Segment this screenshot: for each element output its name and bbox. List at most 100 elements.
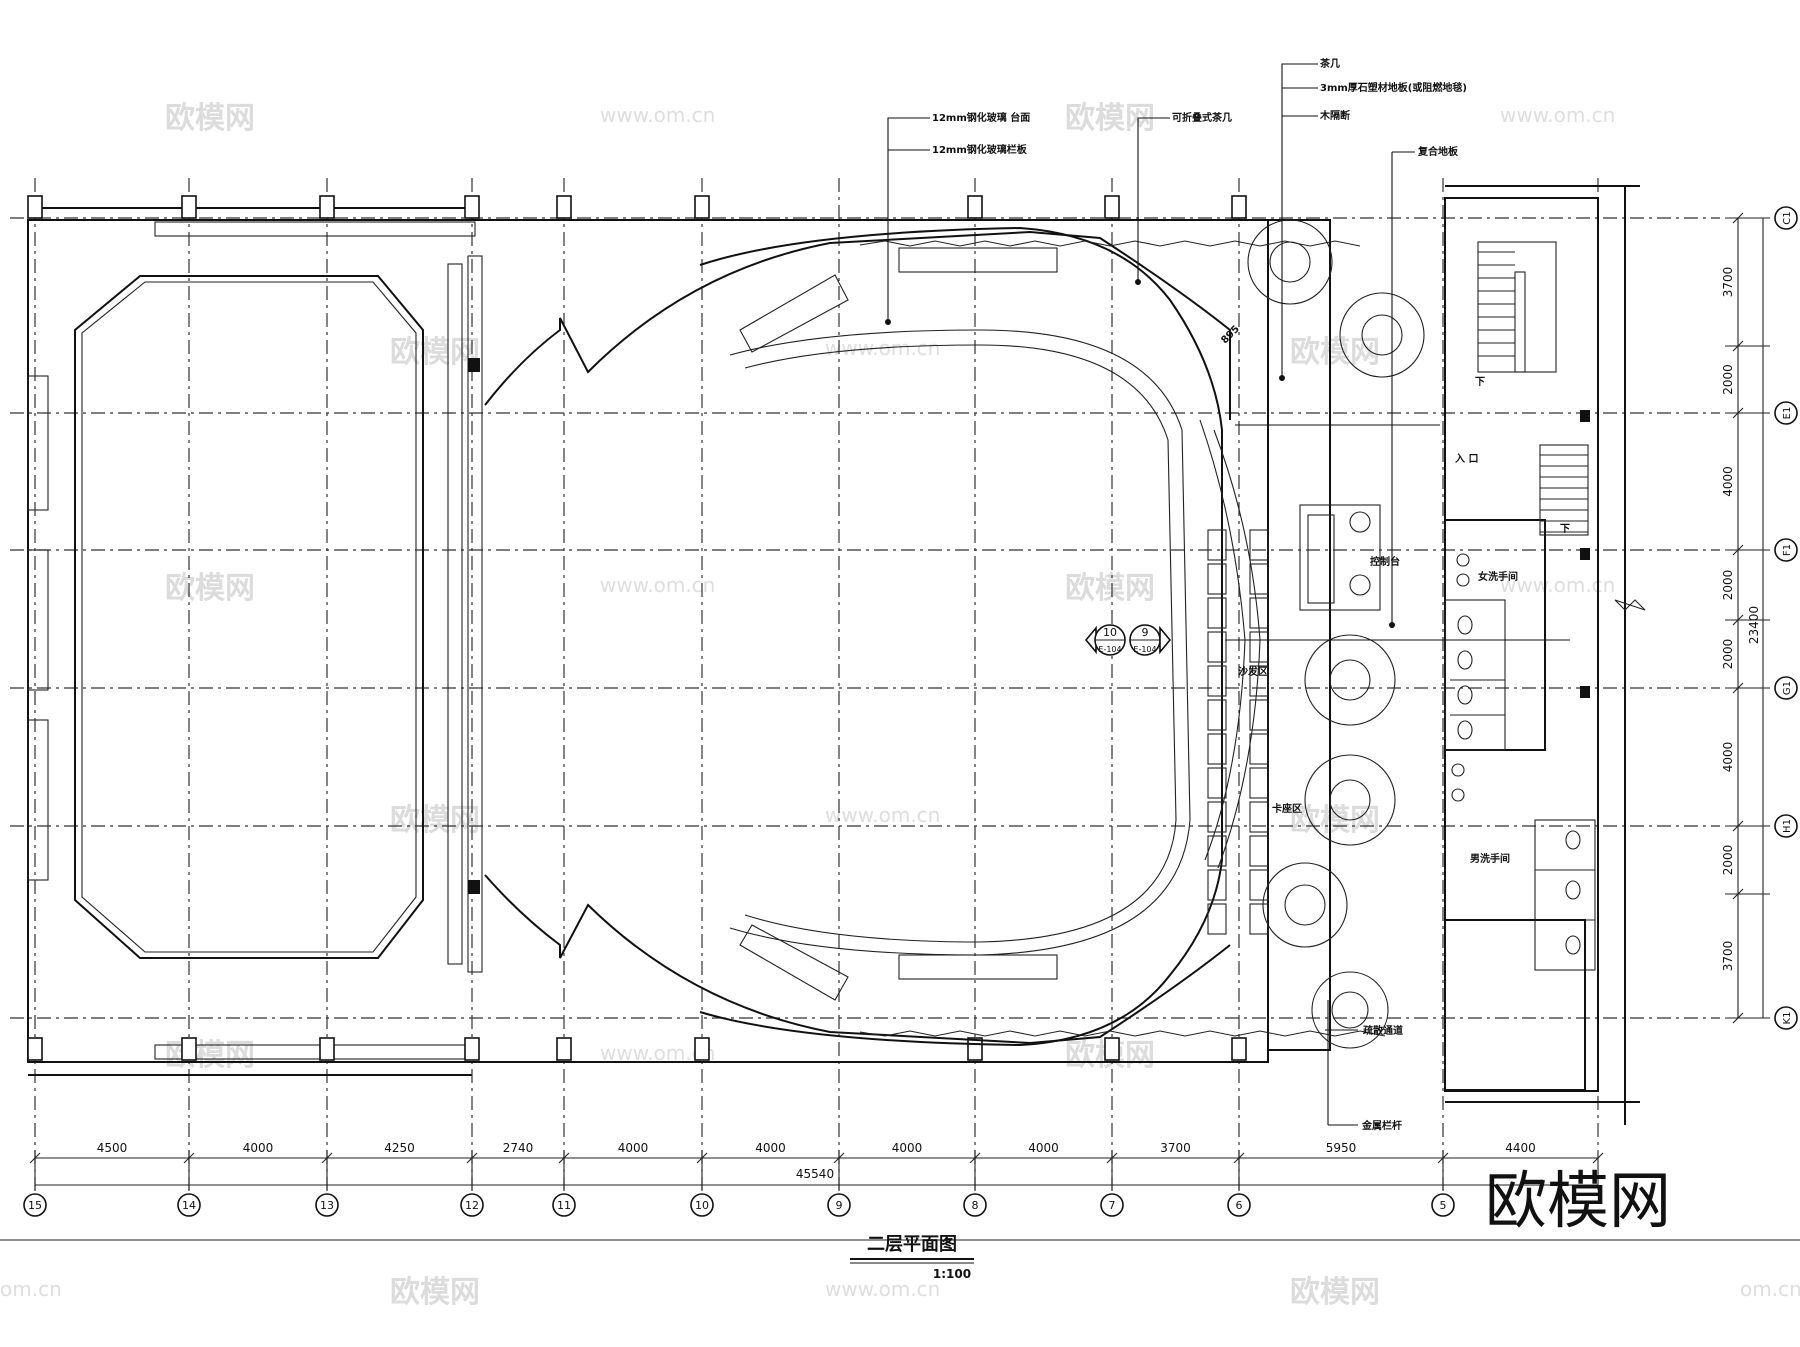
section-marker-num: 9 [1142,626,1149,639]
watermark-logo: 欧模网 [1290,335,1380,370]
dimension-span: 4400 [1505,1141,1536,1155]
label-control-desk: 控制台 [1370,555,1400,568]
label-booth-area: 卡座区 [1272,802,1302,815]
stairs [1477,241,1646,698]
watermark-url: www.om.cn [825,1277,940,1301]
axis-label: 13 [320,1199,334,1212]
label-entrance: 入 口 [1455,453,1478,465]
watermark-url: www.om.cn [600,103,715,127]
label-wood-partition: 木隔断 [1319,109,1350,122]
axis-label: K1 [1782,1012,1793,1025]
axis-bubble [552,1193,576,1217]
watermark-corner: om.cn [0,1277,62,1301]
section-marker-num: 10 [1103,626,1117,639]
dimension-span-right: 2000 [1721,639,1735,670]
label-stair-down: 下 [1560,523,1570,535]
label-glass-rail: 12mm钢化玻璃栏板 [932,143,1028,156]
label-tea-table: 茶几 [1319,57,1340,70]
axis-bubble [460,1193,484,1217]
section-marker-ref: E-104 [1133,645,1156,654]
watermark-logo: 欧模网 [390,335,480,370]
restrooms [1444,519,1596,1091]
watermark-url: www.om.cn [825,803,940,827]
dimension-span-right: 2000 [1721,845,1735,876]
axis-bubble [1774,538,1798,562]
dimension-span-right: 2000 [1721,570,1735,601]
axis-label: 6 [1236,1199,1243,1212]
axis-label: H1 [1782,819,1793,833]
title-block: 二层平面图 1:100 欧模网 [0,1164,1800,1281]
axis-label: F1 [1782,544,1793,556]
annotations: 12mm钢化玻璃 台面 12mm钢化玻璃栏板 可折叠式茶几 茶几 3mm厚石塑材… [932,57,1570,1132]
label-folding-table: 可折叠式茶几 [1172,111,1232,124]
watermark-logo: 欧模网 [390,803,480,838]
dimension-span-right: 4000 [1721,742,1735,773]
section-markers: 10 E-104 9 E-104 [1084,624,1172,656]
watermark-corner: om.cn [1740,1277,1800,1301]
axis-bubble [1774,1006,1798,1030]
axis-bubble [963,1193,987,1217]
label-floor-board: 3mm厚石塑材地板(或阻燃地毯) [1320,81,1467,94]
axis-bubble [23,1193,47,1217]
axis-bubble [1774,206,1798,230]
axis-bubble [1227,1193,1251,1217]
dimension-span: 4000 [1028,1141,1059,1155]
axis-bubble [1774,814,1798,838]
watermark-logo-large: 欧模网 [1485,1164,1671,1237]
dimension-span: 4500 [97,1141,128,1155]
dimension-span: 4000 [755,1141,786,1155]
watermark-url: www.om.cn [1500,103,1615,127]
dimension-total-right: 23400 [1747,606,1761,644]
watermark-logo: 欧模网 [390,1275,480,1310]
watermark-logo: 欧模网 [1290,803,1380,838]
dimension-span: 4000 [892,1141,923,1155]
grid-axes [10,178,1720,1200]
section-marker-ref: E-104 [1098,645,1121,654]
leader-lines [885,63,1570,1126]
axis-bubble [1431,1193,1455,1217]
left-hall [27,255,483,973]
dimension-span-right: 2000 [1721,364,1735,395]
control-desk [1299,504,1381,611]
label-sofa-area: 沙发区 [1238,665,1268,678]
dimension-span-right: 3700 [1721,267,1735,298]
dimension-span: 2740 [503,1141,534,1155]
axis-label: 5 [1440,1199,1447,1212]
axis-bubble [1774,676,1798,700]
axis-label: 8 [972,1199,979,1212]
axis-label: 11 [557,1199,571,1212]
axis-label: 10 [695,1199,709,1212]
axis-label: 7 [1109,1199,1116,1212]
dimension-span: 4000 [618,1141,649,1155]
central-gallery [484,226,1386,1047]
label-metal-rail: 金属栏杆 [1361,1119,1402,1132]
axis-label: G1 [1782,681,1793,695]
watermark-url: www.om.cn [1500,573,1615,597]
watermark-logo: 欧模网 [1065,571,1155,606]
building-walls [27,185,1640,1125]
watermark-logo: 欧模网 [165,571,255,606]
label-evac-path: 疏散通道 [1363,1024,1403,1037]
label-glass-top: 12mm钢化玻璃 台面 [932,111,1030,124]
watermark-logo: 欧模网 [1290,1275,1380,1310]
watermark-logo: 欧模网 [165,101,255,136]
axis-label: 9 [836,1199,843,1212]
dimension-span-right: 4000 [1721,466,1735,497]
dimension-span: 4000 [243,1141,274,1155]
watermark-url: www.om.cn [600,573,715,597]
watermarks: 欧模网 欧模网 www.om.cn www.om.cn 欧模网 欧模网 www.… [0,101,1800,1310]
axis-bubble [690,1193,714,1217]
dimension-span-right: 3700 [1721,941,1735,972]
label-stair-down: 下 [1475,376,1485,388]
axis-bubble [827,1193,851,1217]
label-composite-floor: 复合地板 [1417,145,1459,158]
booth-seating [1247,219,1425,1049]
drawing-title: 二层平面图 [867,1234,957,1255]
axis-label: E1 [1782,407,1793,420]
drawing-scale: 1:100 [933,1267,971,1281]
dimension-span: 4250 [384,1141,415,1155]
